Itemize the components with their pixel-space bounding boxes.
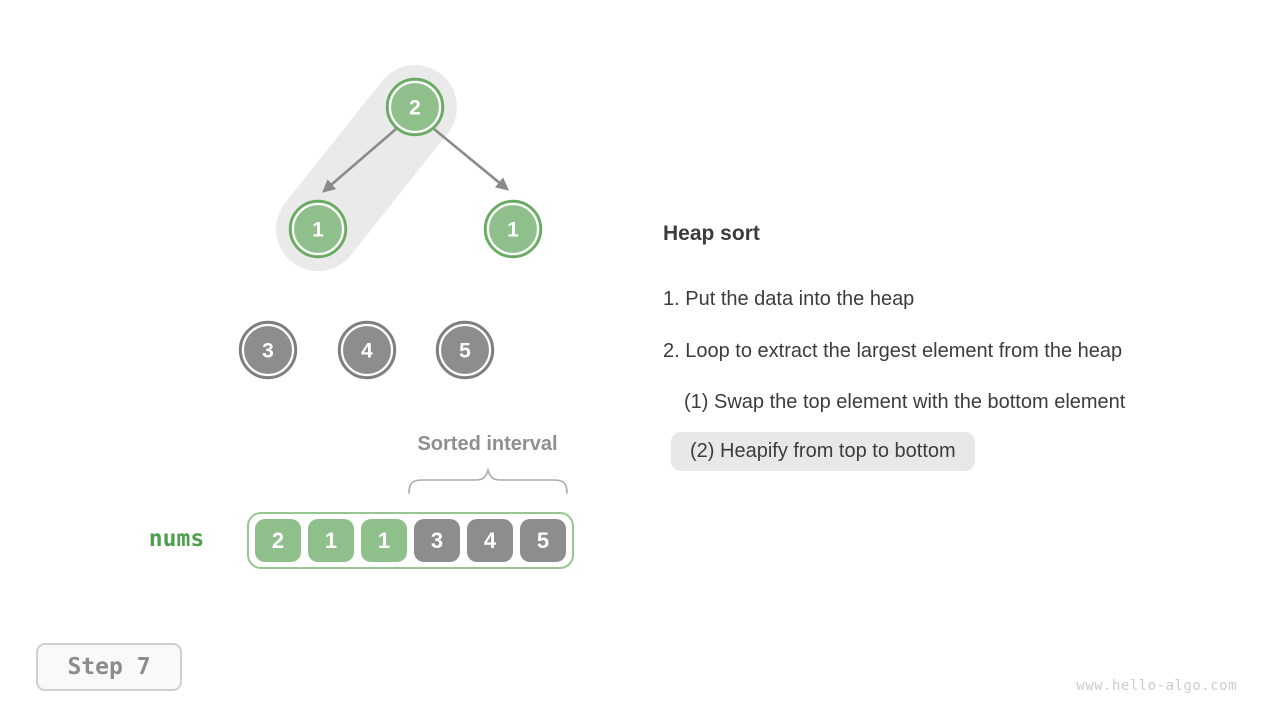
panel-title: Heap sort [663,222,760,245]
tree-node-right-child: 1 [483,199,543,259]
array-cell-4: 4 [467,519,513,562]
watermark-url: www.hello-algo.com [1076,678,1237,694]
array-cell-5: 5 [520,519,566,562]
svg-text:1: 1 [507,219,519,242]
array-cell-1: 1 [308,519,354,562]
panel-step-2: 2. Loop to extract the largest element f… [663,340,1123,362]
array-cell-0: 2 [255,519,301,562]
svg-text:5: 5 [459,340,471,363]
tree-node-removed-3: 3 [238,320,298,380]
tree-node-removed-5: 5 [435,320,495,380]
sorted-interval-label: Sorted interval [417,433,558,455]
tree-node-left-child: 1 [288,199,348,259]
array-cell-3: 3 [414,519,460,562]
tree-node-root: 2 [385,77,445,137]
svg-text:3: 3 [262,340,274,363]
step-badge: Step 7 [36,643,182,691]
nums-array-label: nums [148,526,205,552]
tree-node-removed-4: 4 [337,320,397,380]
array-cell-2: 1 [361,519,407,562]
svg-text:2: 2 [409,97,421,120]
svg-text:4: 4 [361,340,373,363]
heap-tree-diagram: 2 1 1 3 4 5 [238,65,543,380]
nums-array: 2 1 1 3 4 5 [247,512,574,569]
svg-text:1: 1 [312,219,324,242]
edge-root-to-left-child-arrow [322,128,397,193]
edge-root-to-right-child-arrow [433,127,510,191]
panel-step-2-2-highlighted: (2) Heapify from top to bottom [671,432,975,471]
panel-step-1: 1. Put the data into the heap [663,288,915,310]
sorted-interval-brace [408,467,568,494]
panel-step-2-1: (1) Swap the top element with the bottom… [684,391,1126,413]
